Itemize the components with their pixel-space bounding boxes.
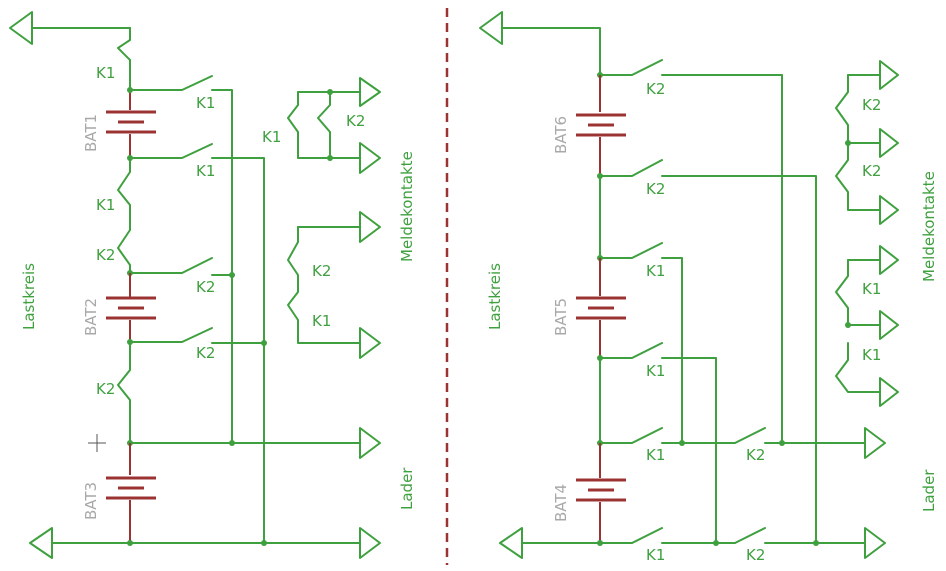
left-top-wire — [59, 27, 131, 91]
contact-label: K2 — [746, 546, 765, 564]
left-lader-arrow — [359, 427, 381, 459]
contact-label: K1 — [96, 196, 115, 214]
contact-label: K1 — [862, 280, 881, 298]
battery-bat5 — [576, 258, 626, 358]
contact-label: K2 — [196, 344, 215, 362]
right-lastkreis-label: Lastkreis — [486, 263, 504, 330]
left-top-arrow — [9, 11, 33, 45]
left-lader-label: Lader — [398, 467, 416, 510]
contact-label: K2 — [862, 162, 881, 180]
battery-bat2 — [106, 273, 156, 342]
contact-label: K2 — [862, 96, 881, 114]
contact-label: K2 — [346, 112, 365, 130]
right-lader-label: Lader — [920, 469, 938, 512]
battery-bat6 — [576, 75, 626, 176]
left-meldekontakte-label: Meldekontakte — [398, 151, 416, 262]
right-top-arrow — [479, 11, 503, 45]
bat6-label: BAT6 — [552, 116, 570, 154]
contact-label: K2 — [646, 80, 665, 98]
bat5-label: BAT5 — [552, 298, 570, 336]
contact-label: K1 — [862, 346, 881, 364]
contact-label: K1 — [196, 94, 215, 112]
left-lastkreis-label: Lastkreis — [20, 263, 38, 330]
left-bottom-arrow-left — [29, 527, 53, 559]
left-panel — [9, 11, 381, 559]
bat1-label: BAT1 — [82, 114, 100, 152]
contact-label: K1 — [262, 128, 281, 146]
contact-label: K2 — [96, 380, 115, 398]
right-meldekontakte-label: Meldekontakte — [920, 171, 938, 282]
contact-label: K1 — [646, 446, 665, 464]
contact-label: K2 — [96, 246, 115, 264]
contact-label: K1 — [646, 546, 665, 564]
contact-label: K1 — [312, 312, 331, 330]
battery-bat3 — [106, 443, 156, 543]
contact-label: K1 — [646, 262, 665, 280]
contact-label: K1 — [646, 362, 665, 380]
switch-k1-a — [129, 75, 213, 91]
bat3-label: BAT3 — [82, 482, 100, 520]
contact-label: K2 — [646, 180, 665, 198]
contact-label: K2 — [196, 278, 215, 296]
right-panel — [479, 11, 899, 559]
right-bottom-arrow-left — [499, 527, 523, 559]
contact-label: K2 — [312, 262, 331, 280]
bat2-label: BAT2 — [82, 298, 100, 336]
battery-bat1 — [106, 90, 156, 158]
contact-label: K1 — [96, 64, 115, 82]
left-bottom-arrow-right — [359, 527, 381, 559]
battery-bat4 — [576, 443, 626, 543]
contact-label: K1 — [196, 162, 215, 180]
right-lader-arrow — [864, 427, 886, 459]
bat4-label: BAT4 — [552, 484, 570, 522]
right-bottom-arrow-right — [864, 527, 886, 559]
contact-label: K2 — [746, 446, 765, 464]
